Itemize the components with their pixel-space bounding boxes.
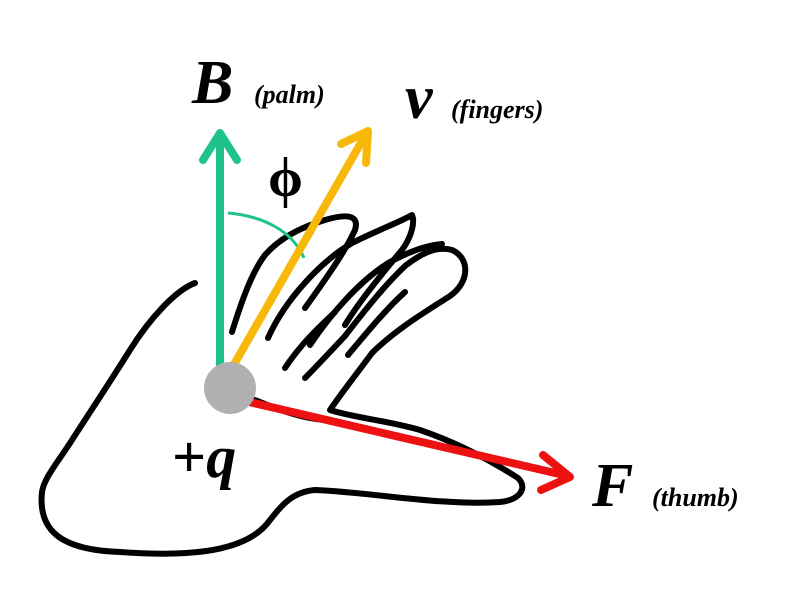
f-note: (thumb) [652,483,739,512]
v-vector-arrow [224,127,372,379]
v-label: v [405,64,434,132]
b-label: B [191,49,233,117]
f-vector-arrow [228,394,574,494]
middle-finger-outline [265,212,417,341]
charge-symbol: q [206,424,236,490]
index-finger-outline [229,213,359,335]
charge-label: +q [172,424,236,490]
hand-body-outline [38,245,526,557]
charge-sign: + [172,424,206,490]
hand-outline [38,212,526,557]
f-label: F [591,452,633,520]
v-note: (fingers) [451,95,543,124]
charge-dot [204,362,256,414]
b-note: (palm) [254,80,325,109]
angle-label: ϕ [268,147,303,209]
finger-crease-2 [345,289,408,358]
finger-crease-1 [282,309,338,371]
b-vector-arrow [199,129,241,376]
